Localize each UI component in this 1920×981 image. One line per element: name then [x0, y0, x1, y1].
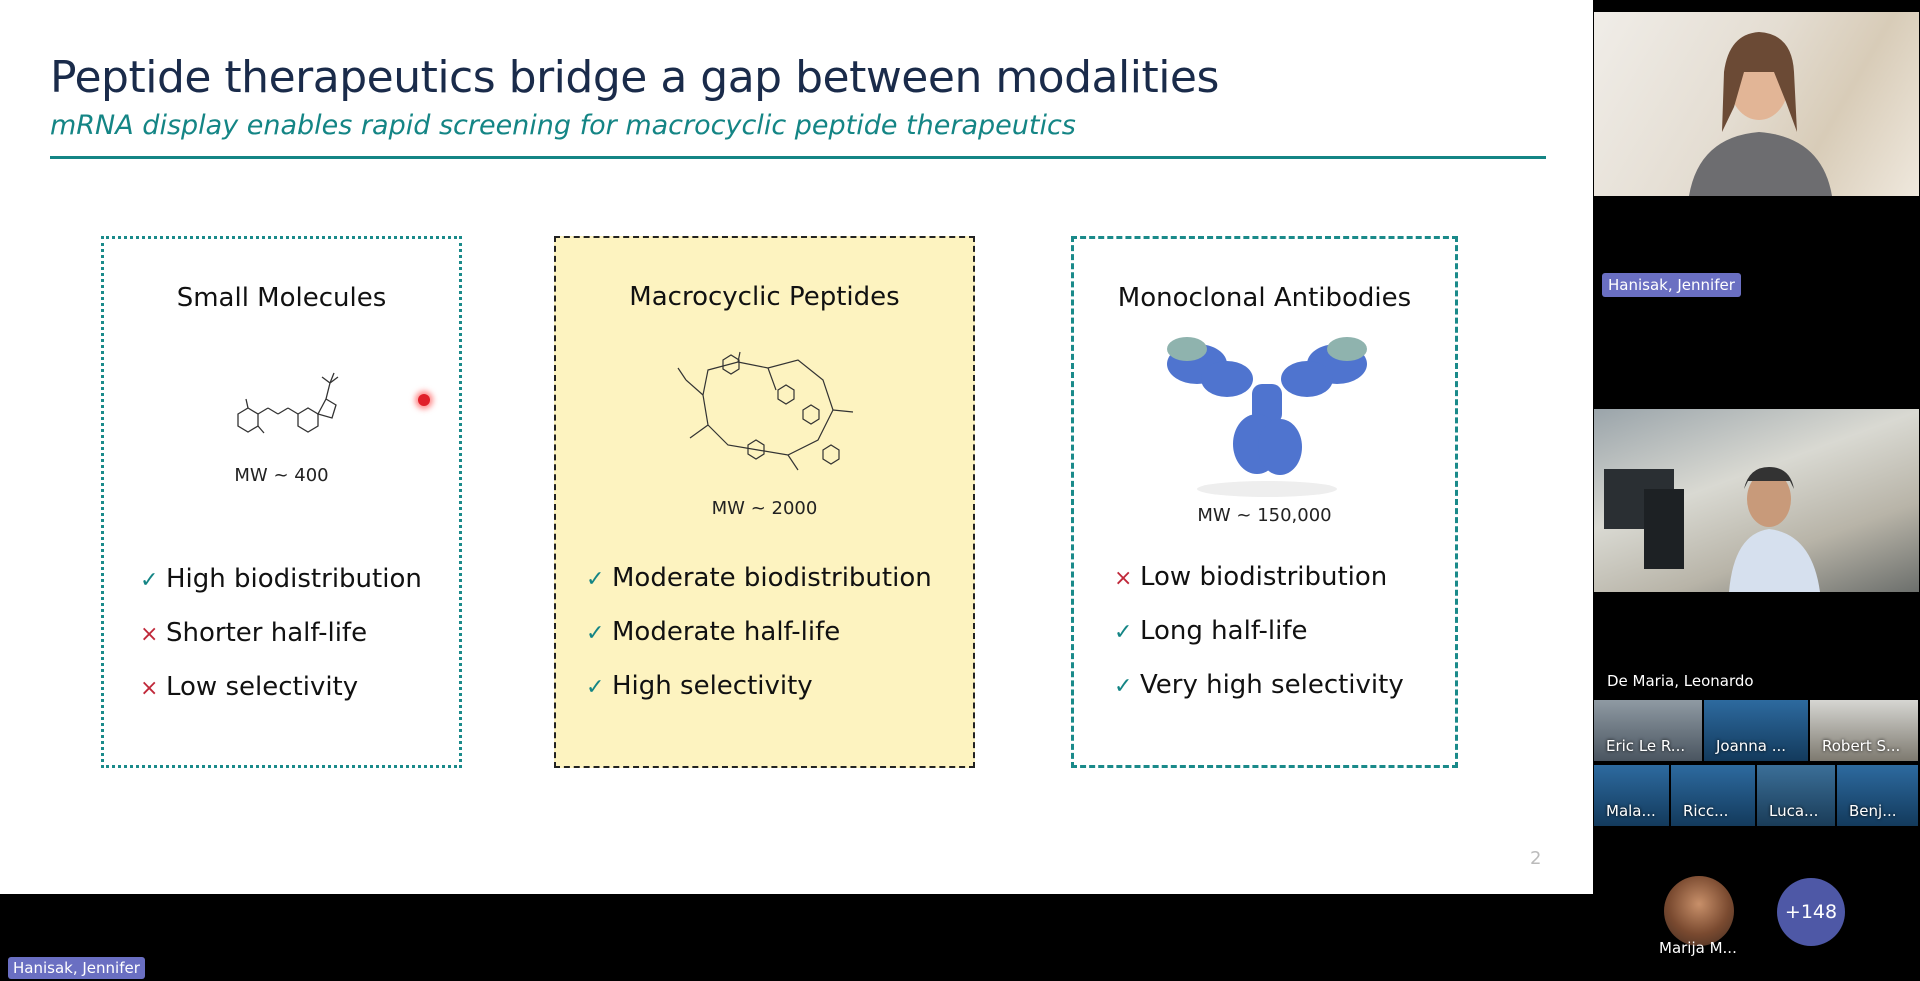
- panel-title: Macrocyclic Peptides: [629, 282, 900, 312]
- thumbnail-name: Mala...: [1606, 802, 1656, 820]
- panel-monoclonal-antibodies: Monoclonal Antibodies MW ~ 150,000 × Low …: [1071, 236, 1458, 768]
- thumbnail-name: Eric Le R...: [1606, 737, 1686, 755]
- molecular-weight: MW ~ 150,000: [1197, 505, 1332, 526]
- panel-title: Monoclonal Antibodies: [1117, 283, 1412, 313]
- feature-row: × Shorter half-life: [140, 618, 367, 648]
- thumbnail-name: Robert S...: [1822, 737, 1901, 755]
- panel-small-molecules: Small Molecules MW ~ 400 ✓ High biodistri…: [101, 236, 462, 768]
- feature-row: ✓ Long half-life: [1114, 616, 1308, 646]
- panel-macrocyclic-peptides: Macrocyclic Peptides MW ~ 2000 ✓ Moderate…: [554, 236, 975, 768]
- feature-row: ✓ High selectivity: [586, 671, 813, 701]
- participant-video-tile[interactable]: [1594, 409, 1919, 592]
- cross-icon: ×: [140, 676, 159, 701]
- thumbnail-name: Ricc...: [1683, 802, 1729, 820]
- participant-thumbnail[interactable]: Benj...: [1837, 765, 1918, 826]
- check-icon: ✓: [586, 675, 605, 700]
- feature-text: Very high selectivity: [1140, 670, 1404, 700]
- cross-icon: ×: [140, 622, 159, 647]
- participant-thumbnail[interactable]: Robert S...: [1810, 700, 1918, 761]
- feature-text: Long half-life: [1140, 616, 1308, 646]
- participant-thumbnail[interactable]: Eric Le R...: [1594, 700, 1702, 761]
- feature-row: × Low selectivity: [140, 672, 358, 702]
- feature-text: High biodistribution: [166, 564, 422, 594]
- participant-silhouette-icon: [1604, 467, 1820, 592]
- feature-text: Shorter half-life: [166, 618, 368, 648]
- feature-text: Moderate biodistribution: [612, 563, 932, 593]
- feature-row: ✓ Moderate half-life: [586, 617, 840, 647]
- check-icon: ✓: [586, 567, 605, 592]
- check-icon: ✓: [1114, 674, 1133, 699]
- thumbnail-name: Luca...: [1769, 802, 1819, 820]
- feature-row: × Low biodistribution: [1114, 562, 1387, 592]
- participant-silhouette-icon: [1689, 32, 1832, 196]
- check-icon: ✓: [140, 568, 159, 593]
- participant-avatar[interactable]: [1664, 876, 1734, 946]
- participant-video-tile[interactable]: [1594, 12, 1919, 196]
- participant-thumbnail[interactable]: Mala...: [1594, 765, 1669, 826]
- check-icon: ✓: [586, 621, 605, 646]
- feature-text: Low selectivity: [166, 672, 359, 702]
- feature-text: Low biodistribution: [1140, 562, 1388, 592]
- presenter-name-tag: Hanisak, Jennifer: [8, 957, 145, 979]
- feature-text: High selectivity: [612, 671, 813, 701]
- participant-name-label: De Maria, Leonardo: [1607, 672, 1754, 690]
- participant-thumbnail[interactable]: Luca...: [1757, 765, 1835, 826]
- laser-pointer: [418, 394, 430, 406]
- presentation-slide: Peptide therapeutics bridge a gap betwee…: [0, 0, 1593, 894]
- molecular-weight: MW ~ 400: [234, 465, 329, 486]
- more-participants-button[interactable]: +148: [1777, 878, 1845, 946]
- slide-subtitle: mRNA display enables rapid screening for…: [50, 110, 1076, 141]
- check-icon: ✓: [1114, 620, 1133, 645]
- panel-title: Small Molecules: [176, 283, 387, 313]
- title-divider: [50, 156, 1546, 159]
- avatar-name: Marija M...: [1659, 939, 1737, 957]
- thumbnail-name: Benj...: [1849, 802, 1897, 820]
- molecular-weight: MW ~ 2000: [711, 498, 818, 519]
- feature-row: ✓ Very high selectivity: [1114, 670, 1404, 700]
- slide-page-number: 2: [1530, 848, 1542, 869]
- cross-icon: ×: [1114, 566, 1133, 591]
- feature-text: Moderate half-life: [612, 617, 841, 647]
- antibody-structure-icon: [1167, 337, 1367, 497]
- small-molecule-structure-icon: [237, 372, 339, 434]
- thumbnail-name: Joanna ...: [1716, 737, 1787, 755]
- participant-thumbnail[interactable]: Joanna ...: [1704, 700, 1808, 761]
- participant-name-tag: Hanisak, Jennifer: [1602, 273, 1741, 297]
- feature-row: ✓ High biodistribution: [140, 564, 422, 594]
- macrocyclic-peptide-structure-icon: [677, 351, 854, 471]
- participant-thumbnail[interactable]: Ricc...: [1671, 765, 1755, 826]
- feature-row: ✓ Moderate biodistribution: [586, 563, 932, 593]
- slide-title: Peptide therapeutics bridge a gap betwee…: [50, 52, 1219, 103]
